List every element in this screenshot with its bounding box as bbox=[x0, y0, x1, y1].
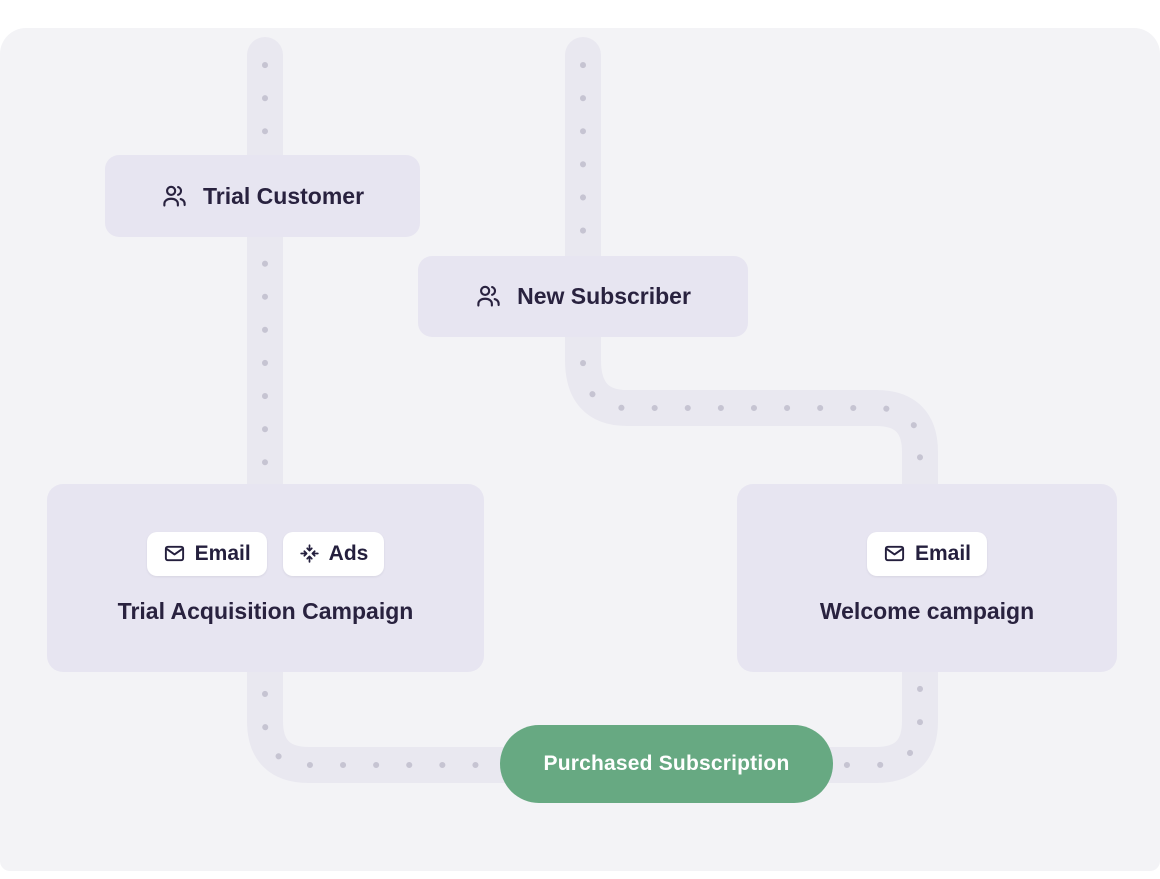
email-icon bbox=[883, 542, 906, 565]
node-purchased-subscription[interactable]: Purchased Subscription bbox=[500, 725, 833, 803]
node-label: Welcome campaign bbox=[819, 597, 1035, 624]
node-new-subscriber[interactable]: New Subscriber bbox=[418, 256, 748, 337]
dots-right bbox=[580, 62, 923, 768]
chip-ads[interactable]: Ads bbox=[282, 531, 385, 576]
chip-row: Email bbox=[866, 531, 988, 576]
people-icon bbox=[475, 283, 502, 310]
email-icon bbox=[163, 542, 186, 565]
chip-label: Email bbox=[914, 541, 972, 565]
people-icon bbox=[161, 183, 188, 210]
chip-row: Email Ads bbox=[146, 531, 385, 576]
chip-email[interactable]: Email bbox=[146, 531, 267, 576]
node-label: New Subscriber bbox=[517, 283, 691, 309]
chip-label: Ads bbox=[328, 541, 369, 565]
ads-icon bbox=[299, 543, 320, 564]
node-label: Trial Customer bbox=[202, 182, 365, 209]
goal-label: Purchased Subscription bbox=[543, 752, 790, 775]
node-trial-customer[interactable]: Trial Customer bbox=[105, 155, 420, 237]
chip-label: Email bbox=[194, 541, 251, 565]
node-label: Trial Acquisition Campaign bbox=[117, 597, 414, 624]
dots-left bbox=[262, 62, 508, 768]
node-trial-acquisition-campaign[interactable]: Email Ads Trial Acquisition Campaign bbox=[47, 484, 484, 672]
node-welcome-campaign[interactable]: Email Welcome campaign bbox=[737, 484, 1117, 672]
chip-email[interactable]: Email bbox=[866, 531, 988, 576]
